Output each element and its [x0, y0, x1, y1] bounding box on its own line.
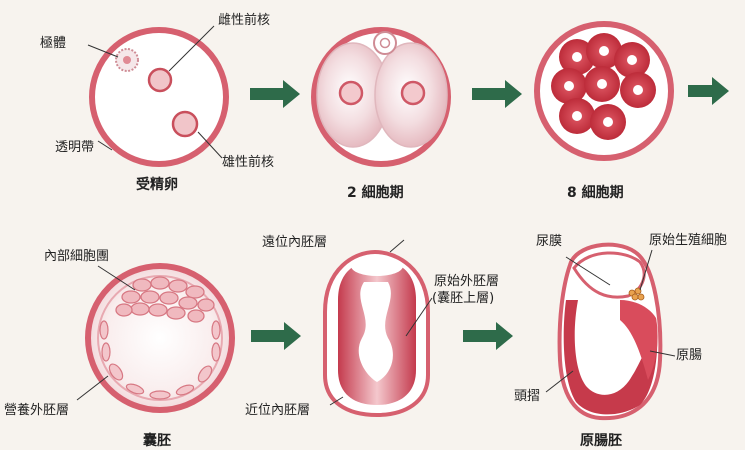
egg-cylinder — [325, 240, 432, 415]
label-trophoblast: 營養外胚層 — [4, 404, 69, 419]
label-zona-pellucida: 透明帶 — [55, 141, 94, 156]
caption-zygote: 受精卵 — [136, 174, 178, 194]
zygote-zona — [92, 30, 226, 164]
label-primitive-gut: 原腸 — [676, 349, 702, 364]
label-primordial-germ-cells: 原始生殖細胞 — [649, 234, 727, 249]
arrow-icon — [472, 80, 522, 108]
blastocyst — [77, 266, 232, 410]
caption-gastrula: 原腸胚 — [580, 430, 622, 450]
zygote — [88, 26, 226, 164]
arrow-icon — [688, 77, 729, 105]
label-inner-cell-mass: 內部細胞團 — [44, 250, 109, 265]
two-cell-embryo — [314, 30, 448, 164]
caption-blastocyst: 囊胚 — [143, 430, 171, 450]
caption-eight-cell: 8 細胞期 — [567, 182, 624, 202]
arrow-icon — [463, 322, 513, 350]
label-allantois: 尿膜 — [536, 235, 562, 250]
eight-cell-embryo — [537, 24, 671, 158]
label-polar-body: 極體 — [40, 37, 66, 52]
label-epiblast: (囊胚上層) — [432, 292, 494, 307]
label-primitive-ectoderm: 原始外胚層 — [434, 275, 499, 290]
female-pronucleus — [149, 69, 171, 91]
caption-two-cell: 2 細胞期 — [347, 182, 404, 202]
arrow-icon — [250, 80, 300, 108]
label-distal-endoderm: 遠位內胚層 — [262, 236, 327, 251]
label-head-fold: 頭摺 — [514, 390, 540, 405]
label-proximal-endoderm: 近位內胚層 — [245, 404, 310, 419]
gastrula — [546, 245, 675, 419]
label-male-pronucleus: 雄性前核 — [222, 156, 274, 171]
arrow-icon — [251, 322, 301, 350]
male-pronucleus — [173, 112, 197, 136]
label-female-pronucleus: 雌性前核 — [218, 14, 270, 29]
